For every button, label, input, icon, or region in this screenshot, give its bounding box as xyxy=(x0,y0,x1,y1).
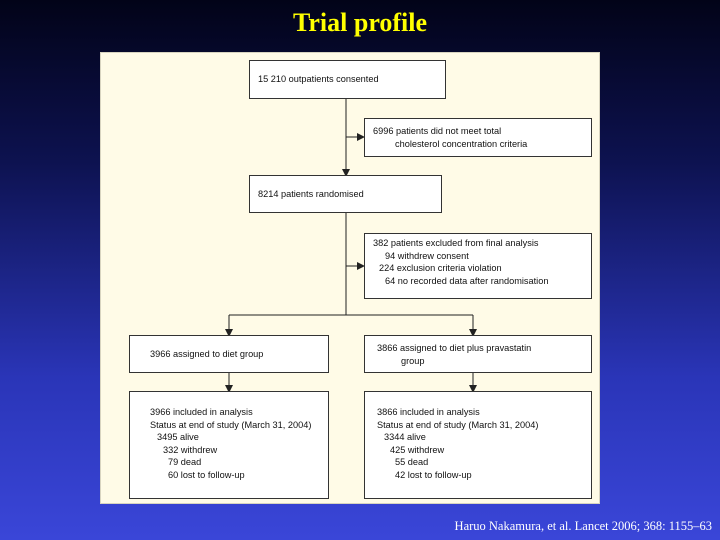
box-final-exclusion: 382 patients excluded from final analysi… xyxy=(364,233,592,299)
trial-profile-diagram: 15 210 outpatients consented 6996 patien… xyxy=(100,52,600,504)
box-prava-group: 3866 assigned to diet plus pravastatin g… xyxy=(364,335,592,373)
citation-credit: Haruo Nakamura, et al. Lancet 2006; 368:… xyxy=(454,519,712,533)
box-prava-analysis: 3866 included in analysis Status at end … xyxy=(364,391,592,499)
box-screen-exclusion: 6996 patients did not meet total cholest… xyxy=(364,118,592,157)
box-diet-analysis: 3966 included in analysis Status at end … xyxy=(129,391,329,499)
box-diet-group: 3966 assigned to diet group xyxy=(129,335,329,373)
box-consented: 15 210 outpatients consented xyxy=(249,60,446,99)
box-randomised: 8214 patients randomised xyxy=(249,175,442,213)
slide-title: Trial profile xyxy=(292,8,428,37)
connector-lines xyxy=(225,99,477,393)
